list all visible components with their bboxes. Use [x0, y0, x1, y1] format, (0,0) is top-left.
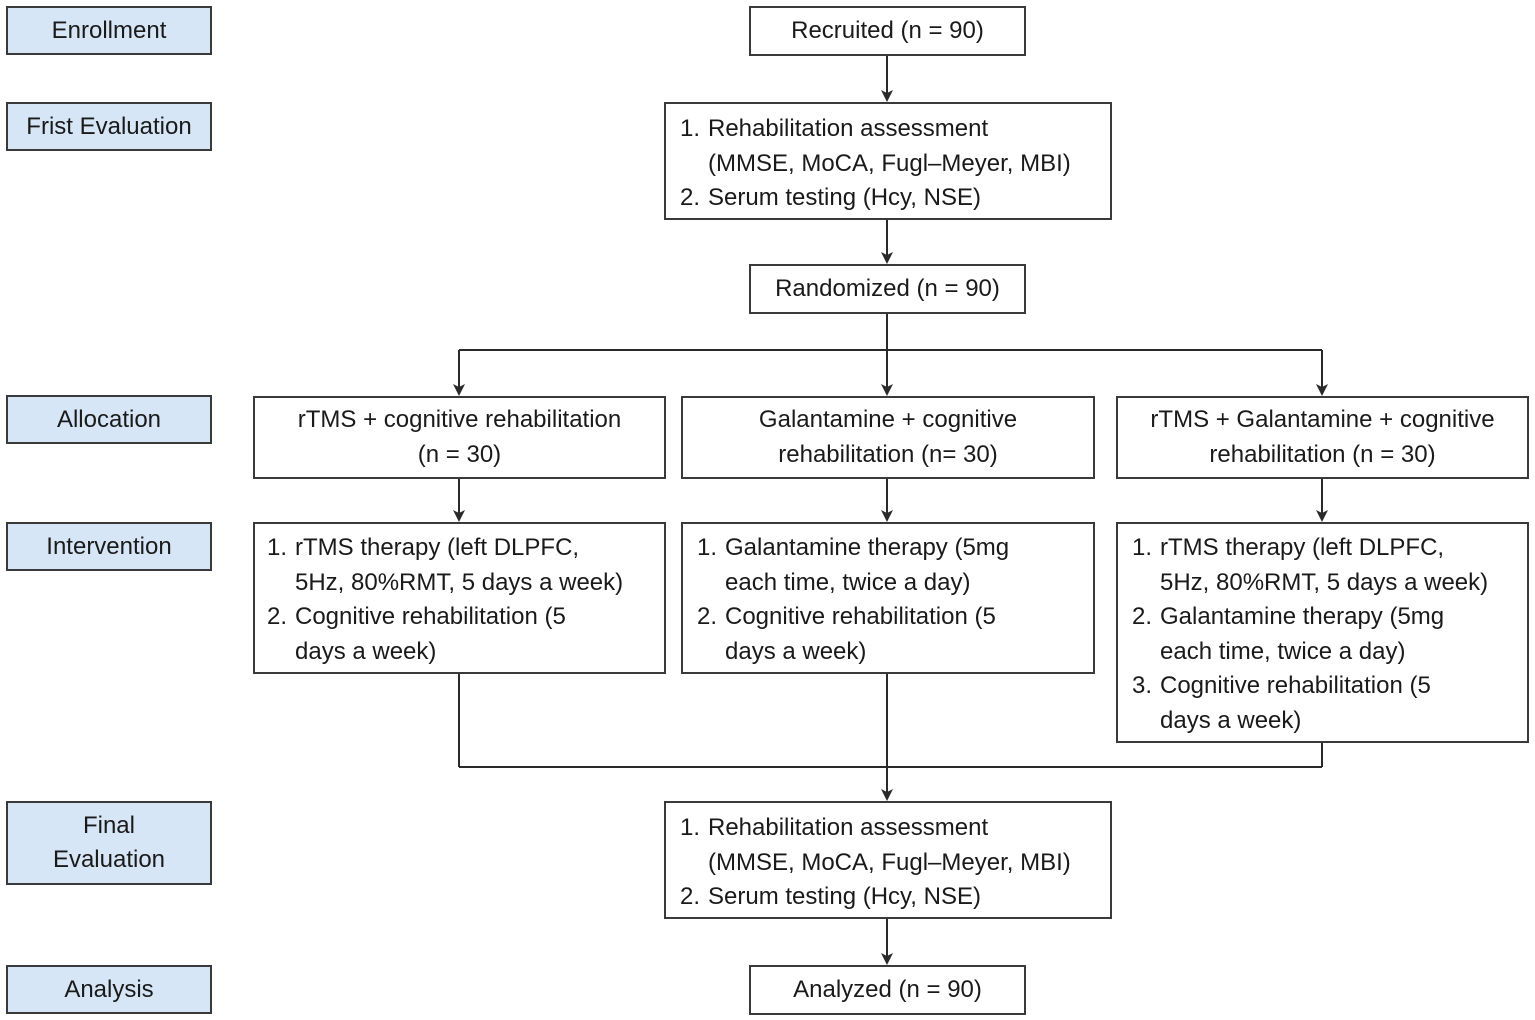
- intervention-2-item-1: 1. Galantamine therapy (5mg each time, t…: [697, 531, 1085, 600]
- intervention-1-box: 1. rTMS therapy (left DLPFC, 5Hz, 80%RMT…: [253, 522, 666, 674]
- stage-analysis-label: Analysis: [64, 975, 154, 1003]
- group-3-box: rTMS + Galantamine + cognitive rehabilit…: [1116, 396, 1529, 479]
- intervention-1-item-1-number: 1.: [267, 534, 288, 561]
- intervention-2-item-1-line-1: Galantamine therapy (5mg: [725, 534, 1010, 561]
- intervention-3-item-1: 1. rTMS therapy (left DLPFC, 5Hz, 80%RMT…: [1132, 531, 1523, 600]
- first-eval-item-1-number: 1.: [680, 115, 701, 142]
- intervention-2-item-2: 2. Cognitive rehabilitation (5 days a we…: [697, 600, 1085, 669]
- intervention-3-item-1-line-2: 5Hz, 80%RMT, 5 days a week): [1160, 568, 1489, 596]
- recruited-label: Recruited (n = 90): [791, 16, 984, 44]
- intervention-1-item-2-line-1: Cognitive rehabilitation (5: [295, 603, 566, 630]
- group-3-line-2: rehabilitation (n = 30): [1209, 440, 1436, 468]
- final-eval-item-1: 1. Rehabilitation assessment (MMSE, MoCA…: [680, 811, 1098, 880]
- stage-allocation: Allocation: [6, 395, 212, 444]
- intervention-1-item-2: 2. Cognitive rehabilitation (5 days a we…: [267, 600, 656, 669]
- intervention-2-item-1-line-2: each time, twice a day): [725, 568, 971, 596]
- intervention-3-item-2-line-1: Galantamine therapy (5mg: [1160, 603, 1445, 630]
- final-eval-item-1-number: 1.: [680, 814, 701, 841]
- analyzed-label: Analyzed (n = 90): [793, 975, 982, 1003]
- stage-allocation-label: Allocation: [56, 405, 162, 433]
- intervention-2-item-2-line-1: Cognitive rehabilitation (5: [725, 603, 996, 630]
- analyzed-box: Analyzed (n = 90): [749, 965, 1026, 1015]
- intervention-3-item-2: 2. Galantamine therapy (5mg each time, t…: [1132, 600, 1523, 669]
- intervention-2-item-2-number: 2.: [697, 603, 718, 630]
- final-eval-item-2-line-1: Serum testing (Hcy, NSE): [708, 883, 981, 910]
- intervention-1-item-1-line-2: 5Hz, 80%RMT, 5 days a week): [295, 568, 624, 596]
- intervention-1-item-1-line-1: rTMS therapy (left DLPFC,: [295, 534, 580, 561]
- stage-final-evaluation-line-2: Evaluation: [52, 846, 166, 873]
- stage-first-evaluation-label: Frist Evaluation: [26, 112, 192, 140]
- intervention-3-item-1-line-1: rTMS therapy (left DLPFC,: [1160, 534, 1445, 561]
- group-3-line-1: rTMS + Galantamine + cognitive: [1150, 406, 1495, 433]
- final-eval-item-2-number: 2.: [680, 883, 701, 910]
- intervention-1-item-2-number: 2.: [267, 603, 288, 630]
- group-1-line-2: (n = 30): [417, 440, 502, 468]
- final-eval-item-1-line-1: Rehabilitation assessment: [708, 814, 989, 841]
- intervention-3-item-3-line-1: Cognitive rehabilitation (5: [1160, 672, 1431, 699]
- stage-enrollment-label: Enrollment: [51, 16, 167, 44]
- stage-enrollment: Enrollment: [6, 6, 212, 55]
- stage-first-evaluation: Frist Evaluation: [6, 102, 212, 151]
- intervention-1-item-2-line-2: days a week): [295, 637, 437, 665]
- group-1-line-1: rTMS + cognitive rehabilitation: [297, 406, 622, 433]
- randomized-box: Randomized (n = 90): [749, 264, 1026, 314]
- stage-final-evaluation: Final Evaluation: [6, 801, 212, 885]
- recruited-box: Recruited (n = 90): [749, 6, 1026, 56]
- intervention-1-item-1: 1. rTMS therapy (left DLPFC, 5Hz, 80%RMT…: [267, 531, 656, 600]
- intervention-3-item-3-line-2: days a week): [1160, 706, 1302, 734]
- final-eval-item-1-line-2: (MMSE, MoCA, Fugl–Meyer, MBI): [708, 848, 1071, 876]
- first-eval-item-2-number: 2.: [680, 184, 701, 211]
- first-evaluation-box: 1. Rehabilitation assessment (MMSE, MoCA…: [664, 102, 1112, 220]
- stage-intervention: Intervention: [6, 522, 212, 571]
- stage-intervention-label: Intervention: [46, 532, 172, 560]
- intervention-2-item-2-line-2: days a week): [725, 637, 867, 665]
- intervention-3-item-1-number: 1.: [1132, 534, 1153, 561]
- intervention-3-item-3: 3. Cognitive rehabilitation (5 days a we…: [1132, 669, 1523, 738]
- first-eval-item-2: 2. Serum testing (Hcy, NSE): [680, 181, 1098, 216]
- stage-final-evaluation-line-1: Final: [82, 812, 135, 839]
- group-2-line-2: rehabilitation (n= 30): [778, 440, 998, 468]
- final-eval-item-2: 2. Serum testing (Hcy, NSE): [680, 880, 1098, 915]
- group-2-line-1: Galantamine + cognitive: [758, 406, 1018, 433]
- intervention-3-item-3-number: 3.: [1132, 672, 1153, 699]
- first-eval-item-2-line-1: Serum testing (Hcy, NSE): [708, 184, 981, 211]
- intervention-3-item-2-number: 2.: [1132, 603, 1153, 630]
- intervention-3-item-2-line-2: each time, twice a day): [1160, 637, 1406, 665]
- group-2-box: Galantamine + cognitive rehabilitation (…: [681, 396, 1095, 479]
- stage-analysis: Analysis: [6, 965, 212, 1014]
- first-eval-item-1: 1. Rehabilitation assessment (MMSE, MoCA…: [680, 112, 1098, 181]
- final-evaluation-box: 1. Rehabilitation assessment (MMSE, MoCA…: [664, 801, 1112, 919]
- intervention-2-box: 1. Galantamine therapy (5mg each time, t…: [681, 522, 1095, 674]
- intervention-3-box: 1. rTMS therapy (left DLPFC, 5Hz, 80%RMT…: [1116, 522, 1529, 743]
- first-eval-item-1-line-1: Rehabilitation assessment: [708, 115, 989, 142]
- first-eval-item-1-line-2: (MMSE, MoCA, Fugl–Meyer, MBI): [708, 149, 1071, 177]
- group-1-box: rTMS + cognitive rehabilitation (n = 30): [253, 396, 666, 479]
- intervention-2-item-1-number: 1.: [697, 534, 718, 561]
- randomized-label: Randomized (n = 90): [775, 274, 1000, 302]
